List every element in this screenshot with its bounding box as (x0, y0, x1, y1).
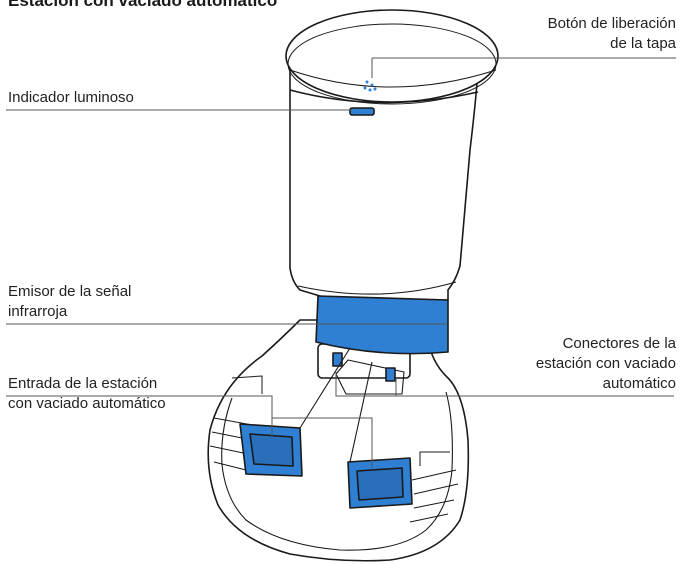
bin-lower-seam (297, 281, 457, 295)
label-ir-emitter-line1: Emisor de la señal (8, 283, 132, 300)
inlet-pad-right (347, 457, 413, 509)
label-lid-release-line1: Botón de liberación (547, 15, 676, 32)
leader-lid-release (371, 57, 676, 78)
base-ridges-right (409, 451, 459, 523)
label-connectors-line1: Conectores de la (562, 335, 676, 352)
label-connectors: Conectores de la estación con vaciado au… (470, 334, 676, 394)
station-bin-body (289, 65, 479, 301)
label-connectors-line2: estación con vaciado (535, 355, 676, 372)
lid-release-button (363, 80, 377, 92)
label-light-indicator: Indicador luminoso (8, 88, 228, 108)
label-ir-emitter: Emisor de la señal infrarroja (8, 282, 228, 322)
label-inlet-line2: con vaciado automático (8, 395, 166, 412)
label-connectors-line3: automático (602, 375, 676, 392)
station-lid (285, 9, 499, 103)
leader-lines (6, 57, 676, 468)
diagram-title: Estación con vaciado automático (8, 0, 278, 10)
label-light-indicator-line1: Indicador luminoso (8, 89, 134, 106)
label-inlet-line1: Entrada de la estación (8, 375, 158, 392)
inlet-pad-left (239, 423, 303, 477)
label-lid-release: Botón de liberación de la tapa (490, 14, 676, 54)
leader-connectors (335, 372, 674, 397)
leader-inlet (6, 395, 373, 468)
light-indicator (349, 107, 375, 116)
label-lid-release-line2: de la tapa (610, 35, 676, 52)
ir-emitter-band (315, 295, 449, 355)
label-ir-emitter-line2: infrarroja (8, 303, 68, 320)
label-inlet: Entrada de la estación con vaciado autom… (8, 374, 248, 414)
connector-left (332, 352, 343, 367)
connector-right (385, 367, 396, 382)
base-inner-outline (221, 391, 453, 551)
